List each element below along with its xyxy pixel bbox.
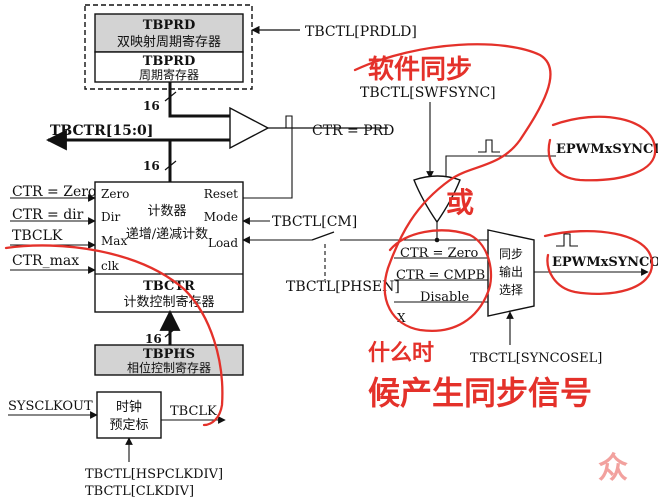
tbprd-shadow-register: TBPRD 双映射周期寄存器	[94, 13, 244, 53]
bus-width-1: 16	[143, 99, 160, 113]
prescaler-line2: 预定标	[109, 418, 148, 433]
tbphs-title: TBPHS	[143, 347, 195, 362]
tbprd-title: TBPRD	[143, 54, 196, 69]
synco-circle	[543, 230, 654, 295]
reset-feedback	[243, 128, 293, 199]
pulse-icon-synco	[556, 233, 578, 247]
x-mark: X	[397, 311, 406, 325]
mux-option-ctr-zero: CTR = Zero	[400, 246, 479, 261]
red-annotations: 软件同步 或 什么时 候产生同步信号 众	[4, 43, 657, 486]
cm-label: TBCTL[CM]	[272, 214, 357, 230]
sysclkout-label: SYSCLKOUT	[8, 399, 93, 414]
ctr-dir-input-label: CTR = dir	[12, 207, 84, 223]
sync-output-mux: 同步 输出 选择	[487, 229, 535, 317]
annotation-software-sync: 软件同步	[368, 54, 472, 85]
counter-input-dir: Dir	[101, 210, 120, 224]
counter-output-load: Load	[208, 236, 238, 250]
syncout-label: EPWMxSYNCO	[552, 255, 658, 270]
prescaler-line1: 时钟	[116, 399, 142, 415]
counter-block: Zero Dir Max clk Reset Mode Load 计数器 递增/…	[94, 181, 244, 313]
syncosel-label: TBCTL[SYNCOSEL]	[470, 351, 602, 366]
ctr-prd-label: CTR = PRD	[312, 123, 394, 139]
syncin-wire	[445, 155, 556, 178]
pulse-icon-synci	[478, 139, 500, 153]
annotation-corner: 众	[598, 451, 628, 486]
bus-width-2: 16	[143, 159, 160, 173]
mux-label-line3: 选择	[499, 283, 523, 297]
swfsync-label: TBCTL[SWFSYNC]	[360, 85, 496, 101]
tbctr-subtitle: 计数控制寄存器	[123, 294, 214, 310]
tbclk-output-label: TBCLK	[170, 404, 217, 419]
tbprd-period-register: TBPRD 周期寄存器	[94, 51, 244, 83]
annotation-when-line1: 什么时	[368, 341, 434, 366]
counter-output-reset: Reset	[204, 187, 238, 201]
ctr-max-input-label: CTR_max	[12, 253, 79, 269]
syncin-label: EPWMxSYNCI	[556, 142, 658, 157]
period-comparator	[229, 106, 270, 150]
tbprd-shadow-title: TBPRD	[143, 18, 196, 33]
mux-label-line1: 同步	[499, 247, 523, 261]
annotation-or: 或	[446, 186, 474, 219]
counter-input-clk: clk	[101, 259, 120, 273]
mux-option-disable: Disable	[420, 290, 469, 305]
hspclkdiv-label: TBCTL[HSPCLKDIV]	[85, 467, 223, 482]
counter-input-max: Max	[101, 234, 127, 248]
counter-title: 计数器	[147, 204, 186, 219]
counter-subtitle: 递增/递减计数	[126, 227, 208, 242]
phsen-switch	[311, 231, 335, 241]
tbprd-bus	[168, 82, 222, 118]
annotation-when-line2: 候产生同步信号	[368, 374, 592, 412]
bus-slash-1	[164, 91, 177, 102]
ctr-zero-input-label: CTR = Zero	[12, 184, 96, 200]
tbphs-subtitle: 相位控制寄存器	[127, 360, 211, 375]
tbprd-subtitle: 周期寄存器	[139, 67, 199, 82]
tbctr-bus-label: TBCTR[15:0]	[50, 123, 153, 139]
bus-width-3: 16	[145, 332, 162, 346]
or-gate	[413, 175, 461, 224]
mux-option-ctr-cmpb: CTR = CMPB	[396, 268, 485, 283]
swsync-circle	[353, 43, 552, 333]
pulse-icon-prd	[278, 115, 300, 129]
clock-prescaler-block: 时钟 预定标	[96, 391, 162, 439]
tbctr-title: TBCTR	[143, 279, 195, 294]
synci-circle	[547, 115, 657, 182]
tbprd-dashed-frame	[84, 4, 253, 90]
prdld-label: TBCTL[PRDLD]	[305, 24, 417, 40]
tbclk-input-label: TBCLK	[12, 228, 63, 244]
clkdiv-label: TBCTL[CLKDIV]	[85, 484, 194, 499]
counter-input-zero: Zero	[101, 187, 129, 201]
tbprd-shadow-subtitle: 双映射周期寄存器	[117, 34, 221, 50]
mux-label-line2: 输出	[499, 264, 523, 279]
clock-path-annotation	[4, 244, 224, 427]
phsen-label: TBCTL[PHSEN]	[286, 279, 400, 295]
counter-output-mode: Mode	[204, 210, 238, 224]
